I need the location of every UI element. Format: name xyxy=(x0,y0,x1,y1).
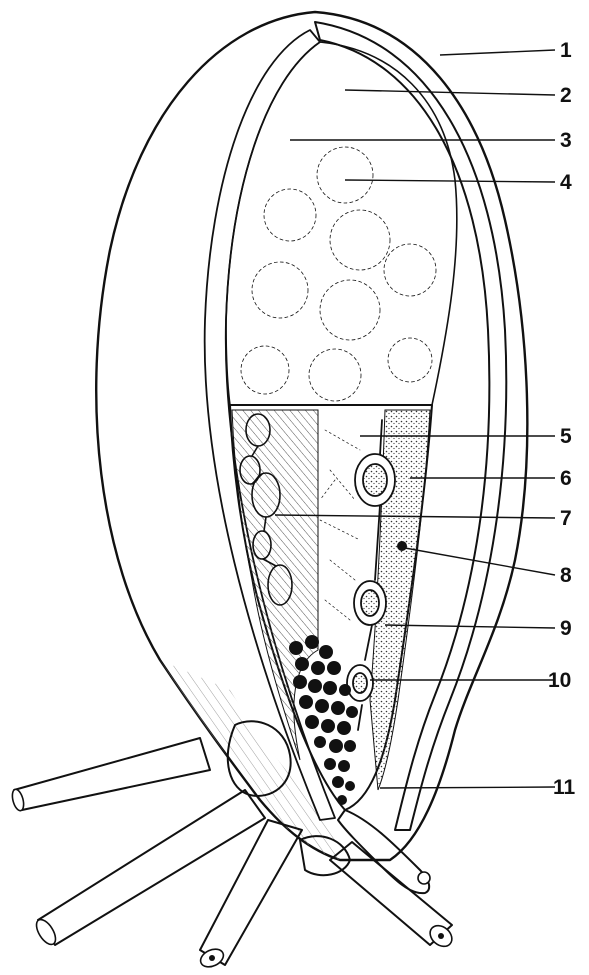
outlet-duct xyxy=(338,810,429,893)
label-8: 8 xyxy=(560,564,572,587)
label-5: 5 xyxy=(560,425,572,448)
small-dark-body xyxy=(397,541,407,551)
label-7: 7 xyxy=(560,507,572,530)
upper-cells xyxy=(241,147,436,401)
callout-labels: 1 2 3 4 5 6 7 8 9 10 11 xyxy=(548,39,576,799)
label-9: 9 xyxy=(560,617,572,640)
label-1: 1 xyxy=(560,39,572,62)
tube-left-upper xyxy=(14,738,210,810)
label-2: 2 xyxy=(560,84,572,107)
label-3: 3 xyxy=(560,129,572,152)
label-11: 11 xyxy=(553,776,576,799)
upper-cavity xyxy=(226,42,457,405)
label-4: 4 xyxy=(560,171,572,194)
tube-left-lower xyxy=(38,790,265,945)
label-10: 10 xyxy=(548,669,571,692)
tube-center xyxy=(200,820,302,965)
duct-opening xyxy=(418,872,430,884)
central-web xyxy=(320,430,360,620)
label-6: 6 xyxy=(560,467,572,490)
